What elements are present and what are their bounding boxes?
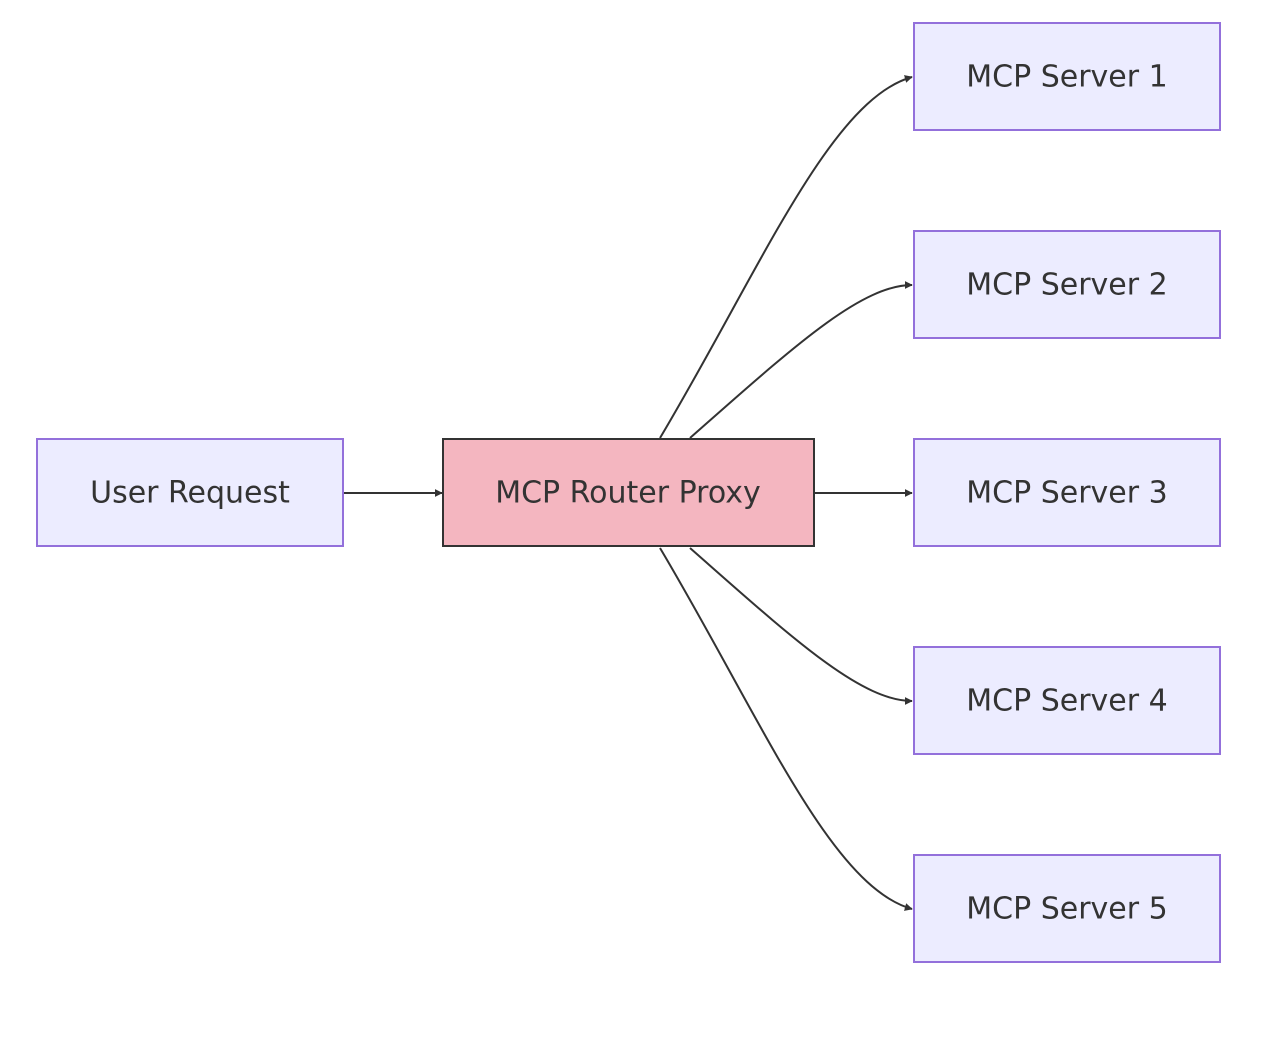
edge-router-to-server2 xyxy=(689,281,913,439)
node-server-2: MCP Server 2 xyxy=(913,230,1221,339)
edge-router-to-server1 xyxy=(659,75,913,439)
node-server-2-label: MCP Server 2 xyxy=(966,268,1167,303)
edges xyxy=(344,75,913,911)
node-server-4-box xyxy=(913,646,1221,755)
node-user-request-label: User Request xyxy=(90,476,290,511)
node-server-1-box xyxy=(913,22,1221,131)
node-server-5-box xyxy=(913,854,1221,963)
node-router: MCP Router Proxy xyxy=(442,438,815,547)
node-server-4: MCP Server 4 xyxy=(913,646,1221,755)
node-server-1: MCP Server 1 xyxy=(913,22,1221,131)
node-server-2-box xyxy=(913,230,1221,339)
edge-router-to-server5 xyxy=(659,547,913,911)
edge-router-to-server4 xyxy=(689,547,913,705)
node-router-box xyxy=(442,438,815,547)
node-server-3: MCP Server 3 xyxy=(913,438,1221,547)
node-server-3-label: MCP Server 3 xyxy=(966,476,1167,511)
node-server-1-label: MCP Server 1 xyxy=(966,60,1167,95)
node-user-request-box xyxy=(36,438,344,547)
node-router-label: MCP Router Proxy xyxy=(495,476,761,511)
node-server-3-box xyxy=(913,438,1221,547)
node-server-5-label: MCP Server 5 xyxy=(966,892,1167,927)
node-user-request: User Request xyxy=(36,438,344,547)
node-server-4-label: MCP Server 4 xyxy=(966,684,1167,719)
node-server-5: MCP Server 5 xyxy=(913,854,1221,963)
